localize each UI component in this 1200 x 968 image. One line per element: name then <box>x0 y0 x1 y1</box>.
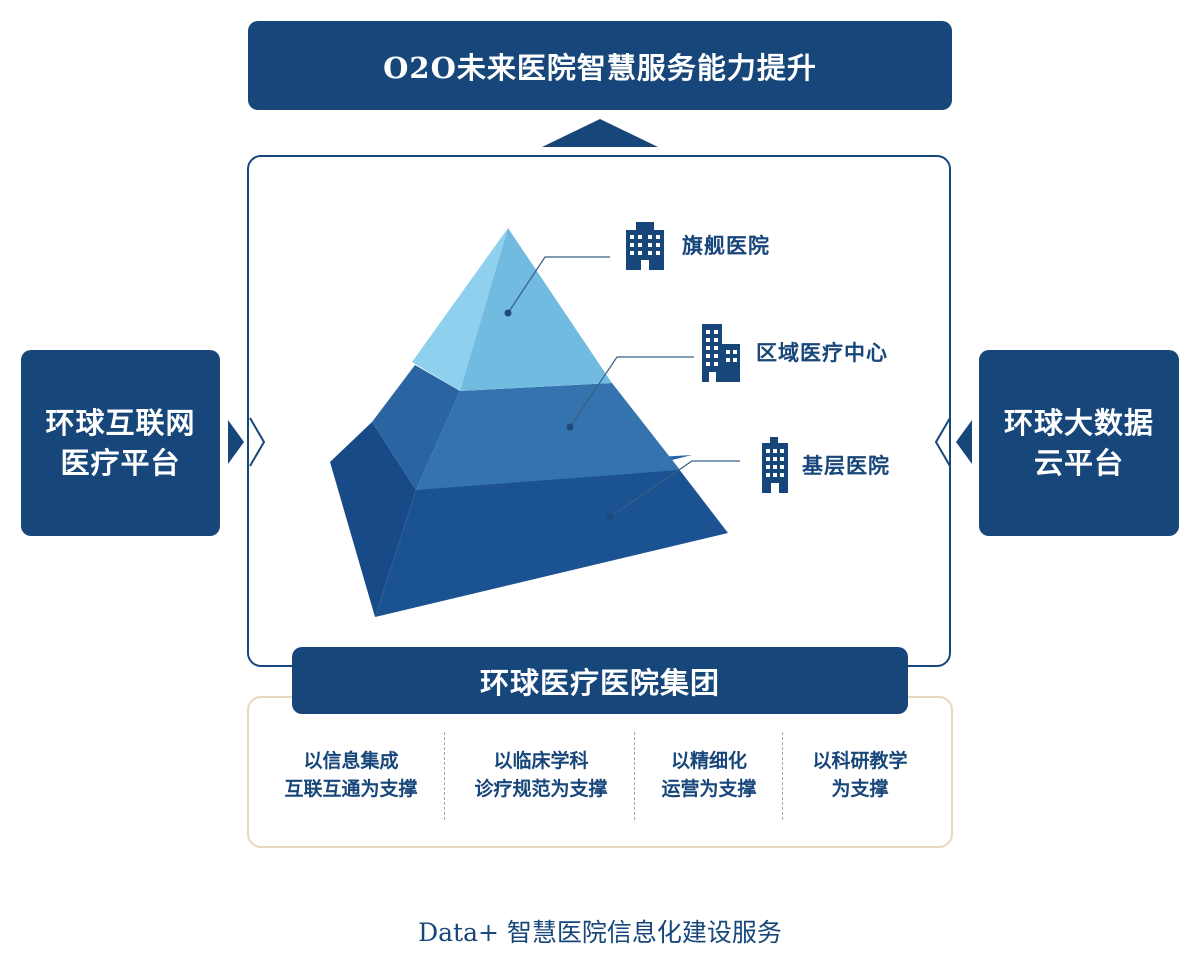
group-banner-text: 环球医疗医院集团 <box>479 665 720 700</box>
support-item-3-line1: 以精细化 <box>670 750 747 772</box>
left-platform-line2: 医疗平台 <box>60 446 181 480</box>
tier-label-middle: 区域医疗中心 <box>696 322 888 382</box>
support-item-4: 以科研教学 为支撑 <box>790 747 930 803</box>
tier-label-middle-text: 区域医疗中心 <box>756 340 888 365</box>
left-connector-arrow-icon <box>228 417 266 467</box>
support-item-4-line1: 以科研教学 <box>812 750 908 772</box>
support-item-3-line2: 运营为支撑 <box>661 778 757 800</box>
up-arrow-icon <box>542 119 658 147</box>
right-platform-line1: 环球大数据 <box>1003 406 1154 440</box>
group-banner: 环球医疗医院集团 <box>292 647 908 714</box>
hospital-building-icon <box>626 222 664 270</box>
right-platform-box: 环球大数据 云平台 <box>979 350 1179 536</box>
support-item-2: 以临床学科 诊疗规范为支撑 <box>452 747 630 803</box>
left-platform-line1: 环球互联网 <box>45 406 196 440</box>
tier-label-top-text: 旗舰医院 <box>682 233 770 258</box>
tier-label-bottom: 基层医院 <box>760 437 890 493</box>
support-item-4-line2: 为支撑 <box>831 778 889 800</box>
support-item-1-line1: 以信息集成 <box>303 750 399 772</box>
hospital-building-icon <box>762 437 788 493</box>
left-platform-box: 环球互联网 医疗平台 <box>21 350 220 536</box>
support-item-2-line1: 以临床学科 <box>493 750 589 772</box>
page-caption: Data+ 智慧医院信息化建设服务 <box>418 918 782 947</box>
support-divider <box>782 732 783 820</box>
tier-label-top: 旗舰医院 <box>620 220 770 270</box>
top-goal-text: O2O未来医院智慧服务能力提升 <box>383 50 817 85</box>
support-item-2-line2: 诊疗规范为支撑 <box>474 778 608 800</box>
support-item-3: 以精细化 运营为支撑 <box>642 747 776 803</box>
support-item-1: 以信息集成 互联互通为支撑 <box>262 747 440 803</box>
support-divider <box>634 732 635 820</box>
hospital-building-icon <box>702 324 740 382</box>
right-platform-line2: 云平台 <box>1033 446 1124 480</box>
right-connector-arrow-icon <box>934 417 972 467</box>
support-item-1-line2: 互联互通为支撑 <box>284 778 418 800</box>
pyramid-tier-top <box>412 228 612 391</box>
pyramid-graphic <box>330 228 740 617</box>
tier-label-bottom-text: 基层医院 <box>802 453 890 478</box>
pyramid-tier-middle <box>372 365 680 490</box>
top-goal-banner: O2O未来医院智慧服务能力提升 <box>248 21 952 110</box>
support-divider <box>444 732 445 820</box>
